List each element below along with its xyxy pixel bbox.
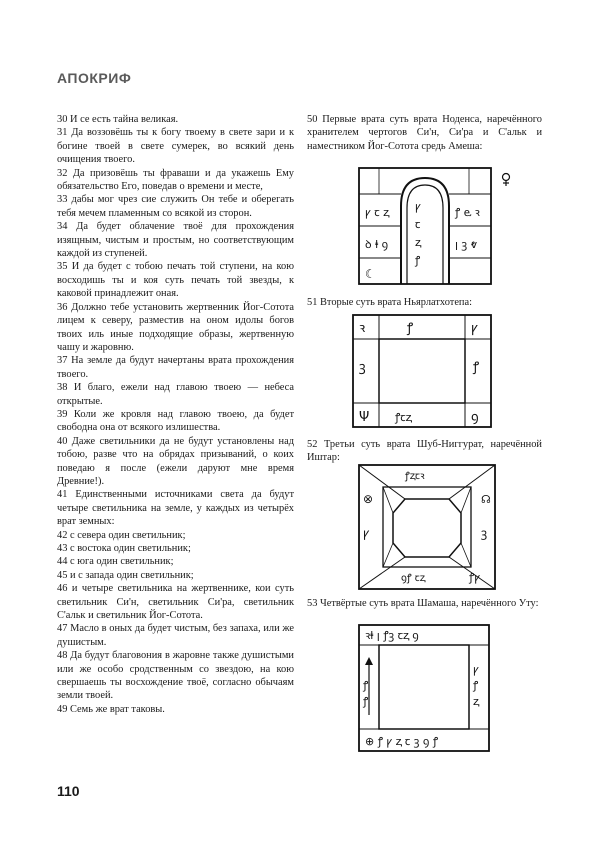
svg-text:ꝩ: ꝩ bbox=[473, 663, 479, 676]
shamash-gate-seal-icon: ꝛⱡ ꞁ ꝭꝫ ꞇⱬ ꝯ ꝭ ꝭ ꝩ ꝭ ⱬ ⊕ ꝭ ꝩ ⱬ ꞇ ꝫ ꝯ ꝭ bbox=[358, 624, 490, 752]
svg-text:ꝯ: ꝯ bbox=[471, 410, 479, 425]
svg-text:Ψ: Ψ bbox=[359, 410, 369, 425]
svg-text:ꝩ: ꝩ bbox=[415, 200, 421, 213]
svg-text:ꞁ ꝫ ⱴ: ꞁ ꝫ ⱴ bbox=[455, 238, 478, 251]
svg-text:ꝭ: ꝭ bbox=[414, 254, 421, 267]
verse-53: 53 Четвёртые суть врата Шамаша, наречённ… bbox=[307, 598, 539, 609]
svg-text:ꝭꝩ: ꝭꝩ bbox=[468, 571, 480, 584]
verse-36: 36 Должно тебе установить жертвенник Йог… bbox=[57, 301, 294, 353]
gate-3-figure: ⊗ ☊ ꝭⱬꞇꝛ ꝩ ꝫ ꝯꝭ ꞇⱬ ꝭꝩ bbox=[357, 463, 497, 591]
verse-45: 45 и с запада один светильник; bbox=[57, 569, 194, 581]
verse-52: 52 Третьи суть врата Шуб-Ниггурат, нареч… bbox=[307, 439, 542, 464]
verse-31: 31 Да воззовёшь ты к богу твоему в свете… bbox=[57, 127, 294, 166]
verse-49: 49 Семь же врат таковы. bbox=[57, 703, 165, 715]
verse-47: 47 Масло в оных да будет чистым, без зап… bbox=[57, 623, 294, 648]
svg-text:ꝭꞇⱬ: ꝭꞇⱬ bbox=[394, 411, 413, 424]
svg-text:ꝩ ꞇ ⱬ: ꝩ ꞇ ⱬ bbox=[365, 206, 390, 219]
verse-51: 51 Вторые суть врата Ньярлатхотепа: bbox=[307, 297, 472, 308]
verse-44: 44 с юга один светильник; bbox=[57, 556, 174, 568]
svg-text:⊕ ꝭ ꝩ ⱬ ꞇ ꝫ ꝯ ꝭ: ⊕ ꝭ ꝩ ⱬ ꞇ ꝫ ꝯ ꝭ bbox=[365, 735, 439, 748]
page-number: 110 bbox=[57, 783, 80, 799]
gate-4-figure: ꝛⱡ ꞁ ꝭꝫ ꞇⱬ ꝯ ꝭ ꝭ ꝩ ꝭ ⱬ ⊕ ꝭ ꝩ ⱬ ꞇ ꝫ ꝯ ꝭ bbox=[357, 623, 491, 753]
verse-39: 39 Коли же кровля над главою твоею, да б… bbox=[57, 408, 294, 434]
gate-2-figure: ꝛ ꝭ ꝩ ꝫ ꝭ Ψ ꝭꞇⱬ ꝯ bbox=[351, 313, 493, 429]
verse-33: 33 дабы мог чрез сие служить Он тебе и о… bbox=[57, 194, 294, 219]
svg-text:ꝭ ⱸ ꝛ: ꝭ ⱸ ꝛ bbox=[454, 206, 481, 219]
left-column-text: 30 И се есть тайна великая. 31 Да воззов… bbox=[57, 113, 294, 716]
svg-text:ꝛⱡ ꞁ ꝭꝫ ꞇⱬ ꝯ: ꝛⱡ ꞁ ꝭꝫ ꞇⱬ ꝯ bbox=[365, 629, 419, 642]
svg-text:ꝫ: ꝫ bbox=[481, 526, 487, 540]
svg-text:☊: ☊ bbox=[481, 493, 491, 506]
svg-text:ꝭ: ꝭ bbox=[362, 679, 369, 692]
nodens-gate-seal-icon: ꝩ ꞇ ⱬ ꝭ ⱸ ꝛ ꝺ ⱡ ꝯ ꞁ ꝫ ⱴ ꝩ ꞇ ⱬ ꝭ ☾ bbox=[358, 167, 492, 285]
verse-40: 40 Даже светильники да не будут установл… bbox=[57, 435, 294, 487]
verse-43: 43 с востока один светильник; bbox=[57, 543, 191, 554]
svg-text:⊗: ⊗ bbox=[363, 492, 373, 506]
nyarlathotep-gate-seal-icon: ꝛ ꝭ ꝩ ꝫ ꝭ Ψ ꝭꞇⱬ ꝯ bbox=[352, 314, 492, 428]
verse-42: 42 с севера один светильник; bbox=[57, 529, 186, 541]
verse-37: 37 На земле да будут начертаны врата про… bbox=[57, 355, 294, 380]
svg-text:ꝫ: ꝫ bbox=[359, 360, 366, 375]
verse-46: 46 и четыре светильника на жертвеннике, … bbox=[57, 583, 294, 622]
gate-1-figure: ꝩ ꞇ ⱬ ꝭ ⱸ ꝛ ꝺ ⱡ ꝯ ꞁ ꝫ ⱴ ꝩ ꞇ ⱬ ꝭ ☾ bbox=[357, 166, 511, 286]
verse-41: 41 Единственными источниками света да бу… bbox=[57, 489, 294, 528]
svg-text:ꝯꝭ ꞇⱬ: ꝯꝭ ꞇⱬ bbox=[401, 573, 426, 584]
svg-text:ꝭ: ꝭ bbox=[472, 360, 479, 375]
verse-32: 32 Да призовёшь ты фраваши и да укажешь … bbox=[57, 167, 294, 193]
shub-niggurath-gate-seal-icon: ⊗ ☊ ꝭⱬꞇꝛ ꝩ ꝫ ꝯꝭ ꞇⱬ ꝭꝩ bbox=[358, 464, 496, 590]
venus-icon bbox=[501, 172, 511, 186]
svg-text:☾: ☾ bbox=[365, 267, 376, 281]
svg-text:ꝺ ⱡ ꝯ: ꝺ ⱡ ꝯ bbox=[365, 238, 388, 251]
verse-35: 35 И да будет с тобою печать той ступени… bbox=[57, 261, 294, 300]
svg-text:ꝩ: ꝩ bbox=[471, 321, 478, 336]
running-head: АПОКРИФ bbox=[57, 70, 132, 86]
svg-text:ꝭ: ꝭ bbox=[472, 679, 479, 692]
verse-50: 50 Первые врата суть врата Ноденса, наре… bbox=[307, 114, 542, 152]
verse-48: 48 Да будут благовония в жаровне также д… bbox=[57, 650, 294, 702]
svg-text:ꝩ: ꝩ bbox=[363, 526, 370, 540]
svg-text:ⱬ: ⱬ bbox=[415, 236, 422, 249]
svg-text:ꝛ: ꝛ bbox=[359, 321, 366, 336]
verse-30: 30 И се есть тайна великая. bbox=[57, 114, 179, 125]
svg-text:ꝭ: ꝭ bbox=[362, 695, 369, 708]
svg-text:ꞇ: ꞇ bbox=[415, 218, 421, 231]
verse-34: 34 Да будет облачение твоё для прохожден… bbox=[57, 221, 294, 260]
svg-text:ꝭⱬꞇꝛ: ꝭⱬꞇꝛ bbox=[404, 471, 425, 482]
svg-text:ꝭ: ꝭ bbox=[406, 321, 413, 336]
svg-text:ⱬ: ⱬ bbox=[473, 695, 480, 708]
verse-38: 38 И благо, ежели над главою твоею — неб… bbox=[57, 382, 294, 407]
